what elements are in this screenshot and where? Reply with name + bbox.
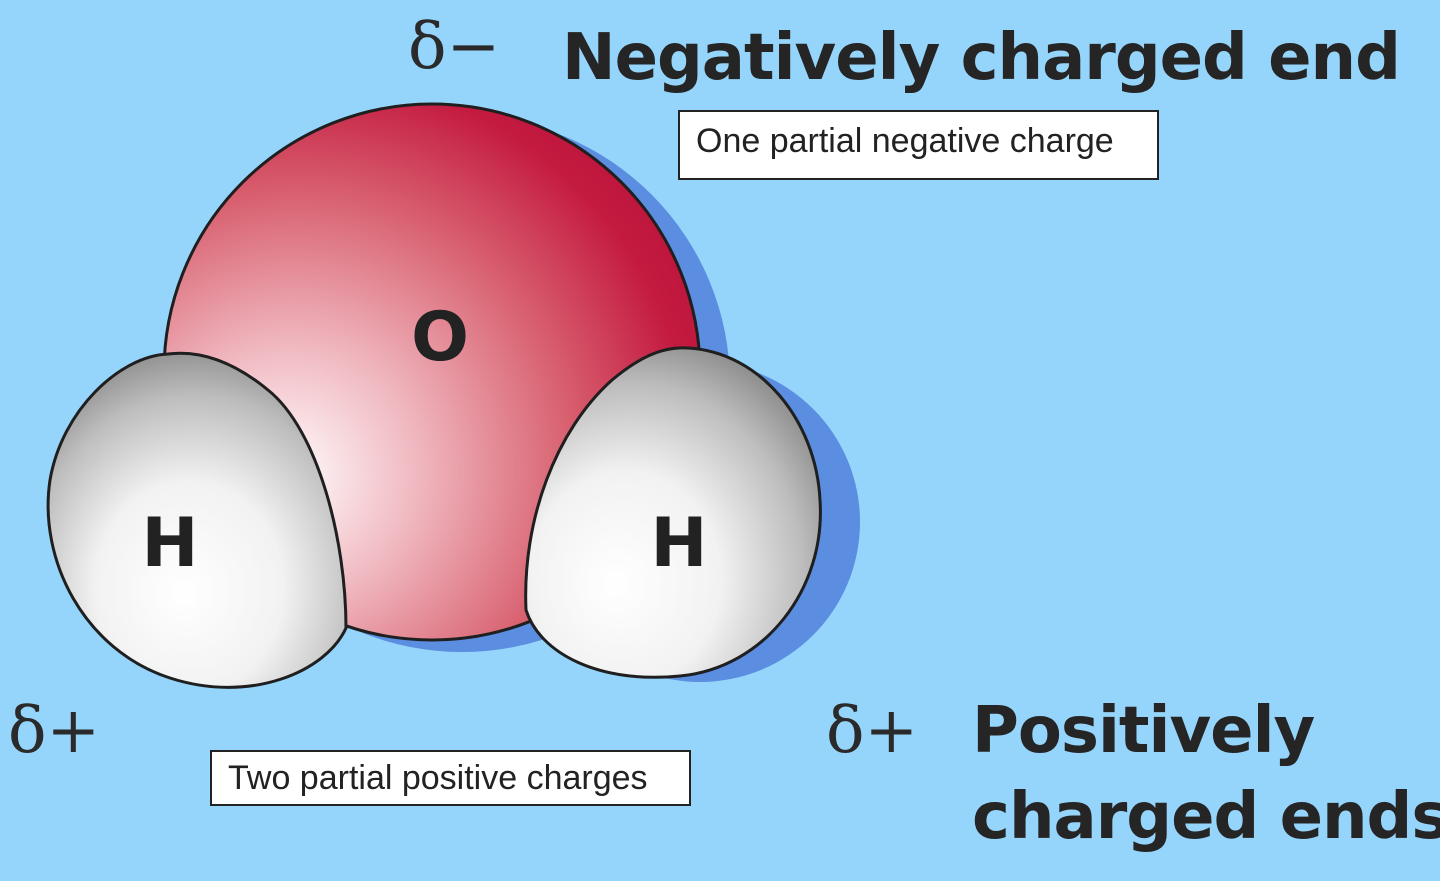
partial-positive-symbol-left: δ+ [8, 694, 100, 768]
negative-charge-label: One partial negative charge [678, 110, 1159, 180]
positive-charges-label: Two partial positive charges [210, 750, 691, 806]
hydrogen-atom-left [46, 351, 348, 689]
positive-ends-heading: Positively charged ends [972, 688, 1440, 860]
negative-end-heading: Negatively charged end [562, 21, 1401, 95]
positive-heading-line-1: Positively [972, 694, 1315, 768]
hydrogen-right-label: H [651, 504, 708, 583]
hydrogen-left-label: H [142, 504, 199, 583]
partial-negative-symbol: δ− [408, 10, 500, 84]
partial-positive-symbol-right: δ+ [826, 694, 918, 768]
oxygen-label: O [411, 298, 469, 377]
hydrogen-atom-right [524, 346, 822, 679]
positive-heading-line-2: charged ends [972, 780, 1440, 854]
